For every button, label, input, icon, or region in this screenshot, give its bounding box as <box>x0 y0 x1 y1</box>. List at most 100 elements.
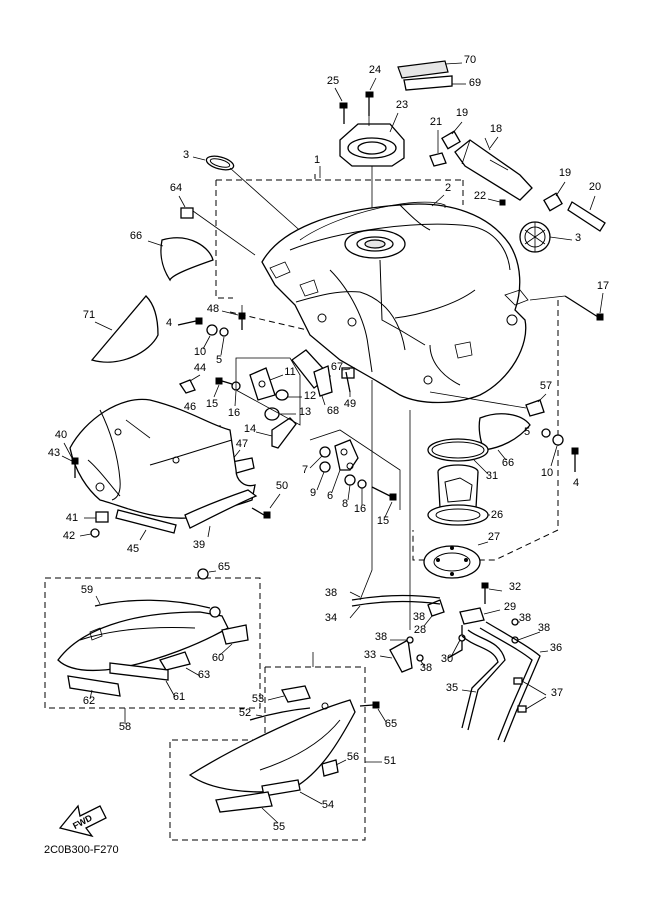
callout-39: 39 <box>193 539 205 551</box>
callout-32: 32 <box>509 581 521 593</box>
callout-2: 2 <box>445 182 451 194</box>
part-49-bolt <box>345 371 351 397</box>
part-3-gasket-b <box>519 221 573 253</box>
part-70-sticker <box>397 60 463 79</box>
callout-68: 68 <box>327 405 339 417</box>
callout-54: 54 <box>322 799 334 811</box>
callout-45: 45 <box>127 543 139 555</box>
part-4-bolt-right <box>571 447 579 472</box>
part-40-43-bolt <box>61 442 79 478</box>
part-71-panel <box>90 295 159 363</box>
part-56-clip <box>321 759 347 777</box>
part-15-bolt-left <box>213 377 233 398</box>
part-1-fuel-tank <box>261 203 529 404</box>
callout-57: 57 <box>540 380 552 392</box>
part-18-canister <box>454 137 533 201</box>
callout-61: 61 <box>173 691 185 703</box>
part-31-gasket <box>427 438 489 475</box>
part-34-hose <box>349 591 441 619</box>
part-10-collar-left <box>202 324 218 350</box>
diagram-code: 2C0B300-F270 <box>44 844 119 856</box>
callout-4: 4 <box>573 477 579 489</box>
callout-20: 20 <box>589 181 601 193</box>
callout-7: 7 <box>302 464 308 476</box>
callout-70: 70 <box>464 54 476 66</box>
callout-1: 1 <box>314 154 320 166</box>
part-44-clip <box>179 374 201 394</box>
callout-40: 40 <box>55 429 67 441</box>
part-4-bolt-left <box>177 317 203 326</box>
callout-26: 26 <box>491 509 503 521</box>
callout-35: 35 <box>446 682 458 694</box>
callout-16: 16 <box>228 407 240 419</box>
callout-59: 59 <box>81 584 93 596</box>
part-29-joint <box>459 607 501 625</box>
callout-24: 24 <box>369 64 381 76</box>
part-48-bolt <box>221 310 246 330</box>
callout-22: 22 <box>474 190 486 202</box>
part-58-side-cover <box>57 606 229 672</box>
part-27-plate <box>423 541 489 579</box>
part-6-bracket <box>334 439 359 471</box>
callout-5: 5 <box>216 354 222 366</box>
callout-14: 14 <box>244 423 256 435</box>
callout-30: 30 <box>441 653 453 665</box>
callout-15: 15 <box>206 398 218 410</box>
callout-38: 38 <box>519 612 531 624</box>
callout-19: 19 <box>559 167 571 179</box>
callout-18: 18 <box>490 123 502 135</box>
callout-69: 69 <box>469 77 481 89</box>
part-61-strip <box>109 662 176 698</box>
callout-62: 62 <box>83 695 95 707</box>
part-5-washer-left <box>219 327 229 356</box>
callout-28: 28 <box>414 624 426 636</box>
part-11-bracket <box>249 367 284 401</box>
part-14-bracket <box>255 417 297 449</box>
part-68-bracket <box>291 349 333 406</box>
callout-5: 5 <box>524 426 530 438</box>
part-39-lower-cover <box>184 489 258 538</box>
part-57-clip <box>429 391 547 417</box>
part-59-trim <box>94 595 211 609</box>
part-69-sticker <box>403 75 466 91</box>
callout-6: 6 <box>327 490 333 502</box>
callout-25: 25 <box>327 75 339 87</box>
part-38-clips <box>390 618 541 667</box>
callout-66: 66 <box>130 230 142 242</box>
callout-3: 3 <box>183 149 189 161</box>
callout-58: 58 <box>119 721 131 733</box>
callout-10: 10 <box>541 467 553 479</box>
callout-71: 71 <box>83 309 95 321</box>
part-10-collar-right <box>550 434 564 467</box>
callout-52: 52 <box>239 707 251 719</box>
callout-49: 49 <box>344 398 356 410</box>
part-50-bolt <box>251 493 281 519</box>
callout-11: 11 <box>284 366 295 378</box>
part-25-bolt <box>339 102 348 124</box>
callout-38: 38 <box>413 611 425 623</box>
part-66-cover-left <box>147 237 214 282</box>
callout-34: 34 <box>325 612 337 624</box>
part-8-collar <box>344 474 356 501</box>
callout-67: 67 <box>331 361 343 373</box>
fwd-arrow-icon: FWD <box>58 804 107 838</box>
part-12-grommet <box>275 389 302 401</box>
part-32-bolt <box>481 582 503 604</box>
callout-48: 48 <box>207 303 219 315</box>
part-65-bolt-a <box>197 568 217 580</box>
part-22-bolt <box>487 198 506 206</box>
callout-33: 33 <box>364 649 376 661</box>
callout-64: 64 <box>170 182 182 194</box>
part-13-damper <box>264 407 296 421</box>
callout-60: 60 <box>212 652 224 664</box>
part-63-clip <box>159 651 201 677</box>
callout-31: 31 <box>486 470 498 482</box>
callout-3: 3 <box>575 232 581 244</box>
part-41-grommet <box>84 511 109 523</box>
callout-36: 36 <box>550 642 562 654</box>
part-42-nut <box>79 528 100 538</box>
callout-53: 53 <box>252 693 264 705</box>
callout-43: 43 <box>48 447 60 459</box>
